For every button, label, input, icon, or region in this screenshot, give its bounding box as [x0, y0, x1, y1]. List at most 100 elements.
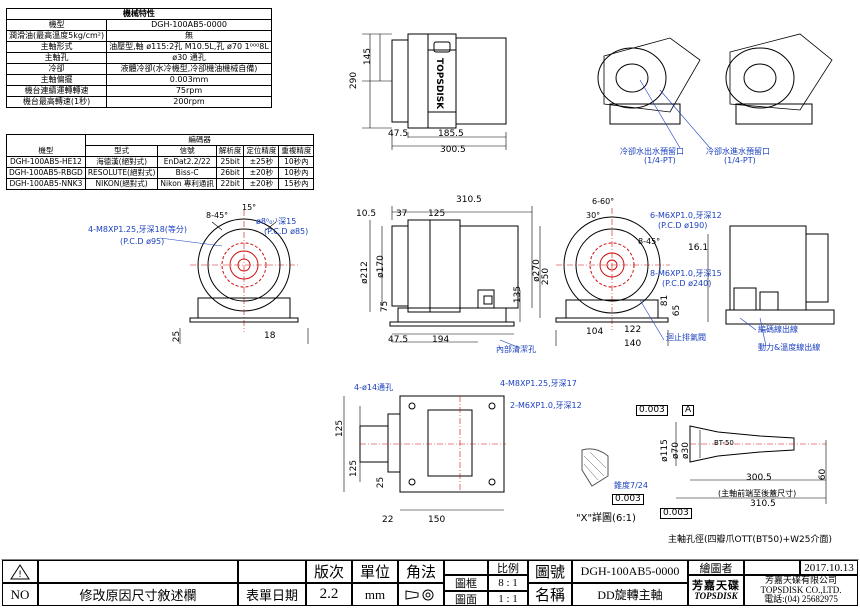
face-value: 1 : 1 — [488, 591, 528, 606]
pcd-b-label: (P.C.D ø85) — [264, 227, 309, 236]
angle-a-label: 8-45° — [206, 211, 229, 220]
dim-125-c: 125 — [349, 459, 360, 478]
dim-135: 135 — [513, 285, 524, 304]
name-value: DD旋轉主軸 — [572, 583, 688, 606]
coolant-in-label: 冷卻水進水預留口 — [706, 147, 770, 156]
version-value: 2.2 — [306, 583, 352, 606]
side-view-top — [362, 33, 507, 150]
revision-blank-2 — [238, 560, 306, 583]
encoder-cell: 15秒內 — [278, 178, 315, 190]
dim-d70: ø70 — [670, 442, 681, 459]
dim-122: 122 — [624, 325, 642, 335]
detail-x — [581, 448, 609, 487]
date-value: 2017.10.13 — [800, 560, 858, 575]
company-info: 芳嘉天碟有限公司 TOPSDISK CO.,LTD. 電話:(04) 25682… — [744, 575, 858, 606]
frame-value: 8 : 1 — [488, 575, 528, 591]
dim-22: 22 — [382, 515, 394, 525]
dim-47-5-b: 47.5 — [388, 335, 409, 345]
leader-lines — [159, 79, 767, 349]
company-logo: 芳嘉天碟 TOPSDISK — [688, 575, 744, 606]
encoder-cell: 22bit — [215, 178, 245, 190]
spec-row: 冷卻液體冷卻(水冷機型,冷卻機油機械自備) — [5, 63, 272, 75]
scale-blank — [444, 560, 488, 575]
spindle-note-label: 主軸孔徑(四瓣爪OTT(BT50)+W25介面) — [668, 535, 832, 545]
technical-drawing — [1, 19, 859, 560]
drawing-no-value: DGH-100AB5-0000 — [572, 560, 688, 583]
bolt-a-label: 4-M8XP1.25,牙深18(等分) — [88, 225, 188, 234]
dim-300-5-b: 300.5 — [746, 473, 772, 483]
bolt-g-label: 2-M6XP1.0,牙深12 — [510, 401, 582, 410]
encoder-cell: DGH-100AB5-NNK3 — [6, 178, 86, 190]
brand-vertical: TOPSDISK — [434, 58, 444, 110]
drawer-blank — [744, 560, 800, 575]
name-label: 名稱 — [528, 583, 572, 606]
frame-label: 圖框 — [444, 575, 488, 591]
logo-cn: 芳嘉天碟 — [692, 579, 740, 592]
pcd-c-label: (P.C.D ø190) — [658, 221, 708, 230]
encoder-cell: Nikon 專利通訊 — [157, 178, 217, 190]
spec-label: 機台最高轉速(1秒) — [5, 96, 108, 108]
spec-value: 200rpm — [106, 96, 272, 108]
company-cn: 芳嘉天碟有限公司 — [764, 575, 837, 586]
dim-0003-b: 0.003 — [660, 508, 692, 519]
dim-290: 290 — [349, 71, 360, 90]
dim-60: 60 — [818, 468, 829, 481]
spec-row: 潤滑油(最高溫度5kg/cm²)無 — [5, 30, 272, 42]
dim-0003-c: 0.003 — [612, 494, 644, 505]
drawer-label: 繪圖者 — [688, 560, 744, 575]
power-outlet-label: 動力&溫度線出線 — [758, 343, 821, 352]
dim-d30: ø30 — [680, 442, 691, 459]
dim-185-5: 185.5 — [438, 129, 464, 139]
bolt-d-label: 8-M6XP1.0,牙深15 — [650, 269, 722, 278]
face-label: 圖面 — [444, 591, 488, 606]
dim-16-1: 16.1 — [688, 243, 709, 253]
front-view-left — [179, 210, 309, 344]
third-angle-projection-icon — [405, 589, 434, 600]
front-view-right — [539, 208, 670, 346]
version-label: 版次 — [306, 560, 352, 583]
inner-clean-label: 內部清潔孔 — [496, 345, 536, 354]
dim-25-a: 25 — [172, 330, 183, 343]
revision-blank-1 — [38, 560, 238, 583]
encoder-cell: ±20秒 — [243, 178, 280, 190]
dim-25-b: 25 — [376, 476, 387, 489]
table-date-label: 表單日期 — [238, 583, 306, 606]
bolt-f-label: 4-M8XP1.25,牙深17 — [500, 379, 577, 388]
warning-triangle-icon: ! — [10, 563, 30, 580]
iso-photo-left — [587, 19, 705, 131]
encoder-outlet-label: 編碼線出線 — [758, 325, 798, 334]
unit-value: mm — [352, 583, 398, 606]
dim-d115: ø115 — [659, 439, 670, 462]
angle-label: 角法 — [398, 560, 444, 583]
spindle-front-label: (主軸前端至後蓋尺寸) — [718, 489, 797, 498]
iso-photo-right — [725, 33, 833, 125]
side-view-middle — [369, 206, 533, 343]
encoder-cell: NIKON(絕對式) — [84, 178, 159, 190]
dim-47-5-a: 47.5 — [388, 129, 409, 139]
dim-10-5: 10.5 — [356, 209, 377, 219]
dim-310-5-b: 310.5 — [750, 499, 776, 509]
dim-125-b: 125 — [335, 419, 346, 438]
dim-250: 250 — [541, 267, 552, 286]
coolant-out-label: 冷卻水出水預留口 — [620, 147, 684, 156]
dim-75: 75 — [380, 300, 391, 313]
dim-18: 18 — [264, 331, 276, 341]
projection-symbol — [398, 583, 444, 606]
dim-125-a: 125 — [428, 209, 446, 219]
angle-c-label: 6-60° — [592, 197, 615, 206]
bolt-b-label: ø8⁰₀·¹深15 — [256, 217, 297, 226]
drawing-no-label: 圖號 — [528, 560, 572, 583]
side-view-right — [707, 225, 835, 325]
company-phone: 電話:(04) 25682975 — [764, 594, 838, 605]
dim-81: 81 — [660, 294, 671, 307]
taper-section — [675, 422, 827, 504]
dim-65: 65 — [672, 304, 683, 317]
angle-d-label: 30° — [586, 211, 601, 220]
dim-37: 37 — [396, 209, 408, 219]
bt-label: BT-50 — [714, 439, 734, 447]
